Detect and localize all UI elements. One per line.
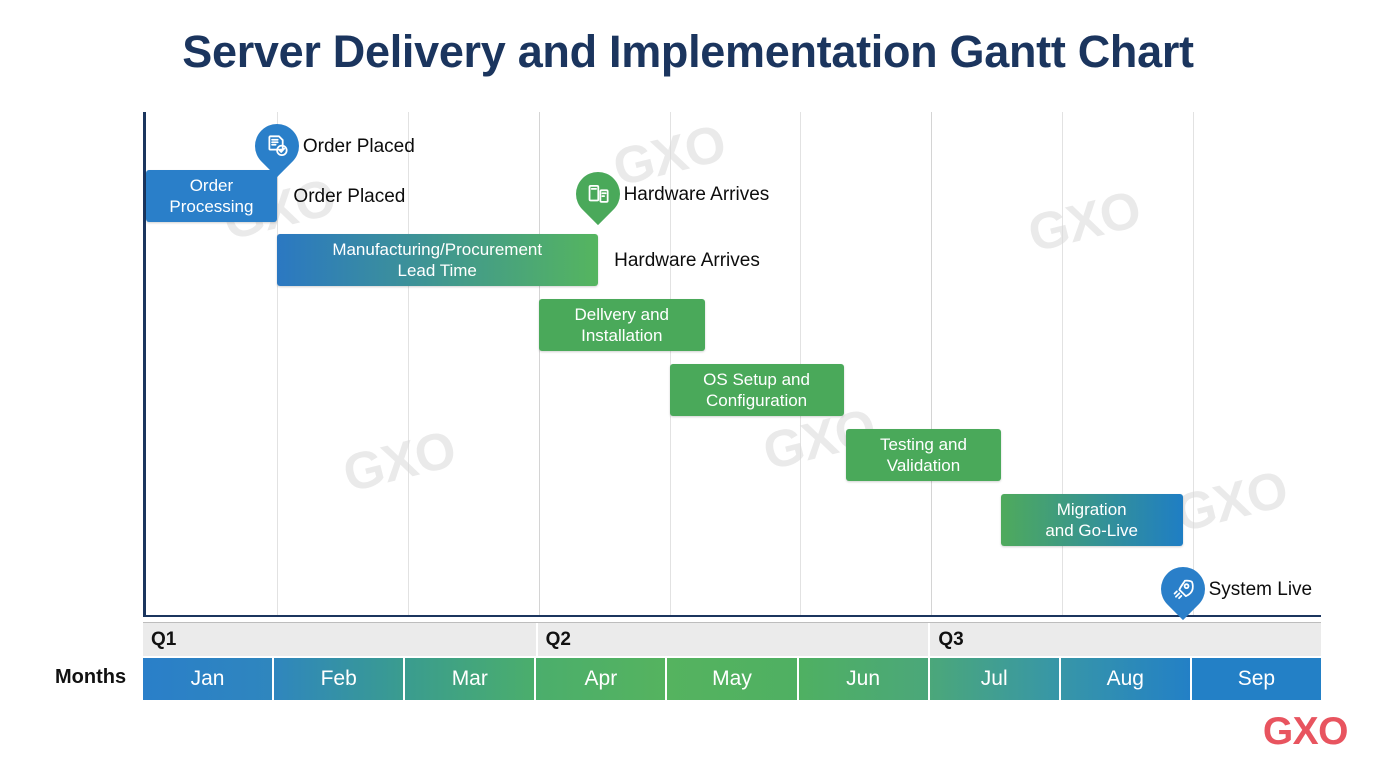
document-check-icon <box>245 114 308 178</box>
gantt-bar[interactable]: Order Processing <box>146 170 277 222</box>
gxo-watermark: GXO <box>1022 180 1146 264</box>
gridline <box>538 112 540 615</box>
month-cell[interactable]: Sep <box>1191 658 1321 700</box>
server-device-icon <box>566 162 629 226</box>
month-cell[interactable]: Mar <box>405 658 537 700</box>
page-title: Server Delivery and Implementation Gantt… <box>182 26 1194 77</box>
gridline <box>800 112 802 615</box>
milestone-label: System Live <box>1208 579 1313 600</box>
gxo-watermark: GXO <box>337 420 461 504</box>
gantt-bar[interactable]: Testing and Validation <box>846 429 1001 481</box>
month-cell[interactable]: Jun <box>798 658 930 700</box>
quarter-cell: Q1 <box>151 629 177 650</box>
gridline <box>1193 112 1195 615</box>
months-axis-label: Months <box>55 666 127 688</box>
rocket-icon <box>1151 557 1214 621</box>
gridline <box>931 112 933 615</box>
month-cell[interactable]: Jul <box>929 658 1061 700</box>
gxo-watermark: GXO <box>1169 460 1293 544</box>
quarter-cell: Q3 <box>928 623 1321 657</box>
milestone-label: Hardware Arrives <box>623 184 770 205</box>
gridline <box>407 112 409 615</box>
gridline <box>669 112 671 615</box>
gridline <box>276 112 278 615</box>
month-cell[interactable]: Jan <box>143 658 275 700</box>
month-cell[interactable]: May <box>667 658 799 700</box>
gantt-bar[interactable]: Dellvery and Installation <box>538 299 705 351</box>
gridline <box>1062 112 1064 615</box>
gxo-logo: GXO <box>1262 710 1349 753</box>
quarter-cell: Q2 <box>535 623 929 657</box>
inline-label: Hardware Arrives <box>614 250 760 271</box>
month-cell[interactable]: Feb <box>274 658 406 700</box>
milestone-label: Order Placed <box>302 136 415 157</box>
gantt-bar[interactable]: OS Setup and Configuration <box>669 364 844 416</box>
inline-label: Order Placed <box>293 186 406 207</box>
gantt-bar[interactable]: Migration and Go-Live <box>1000 494 1183 546</box>
month-cell[interactable]: Aug <box>1060 658 1192 700</box>
gantt-bar[interactable]: Manufacturing/Procurement Lead Time <box>276 234 598 286</box>
month-cell[interactable]: Apr <box>536 658 668 700</box>
